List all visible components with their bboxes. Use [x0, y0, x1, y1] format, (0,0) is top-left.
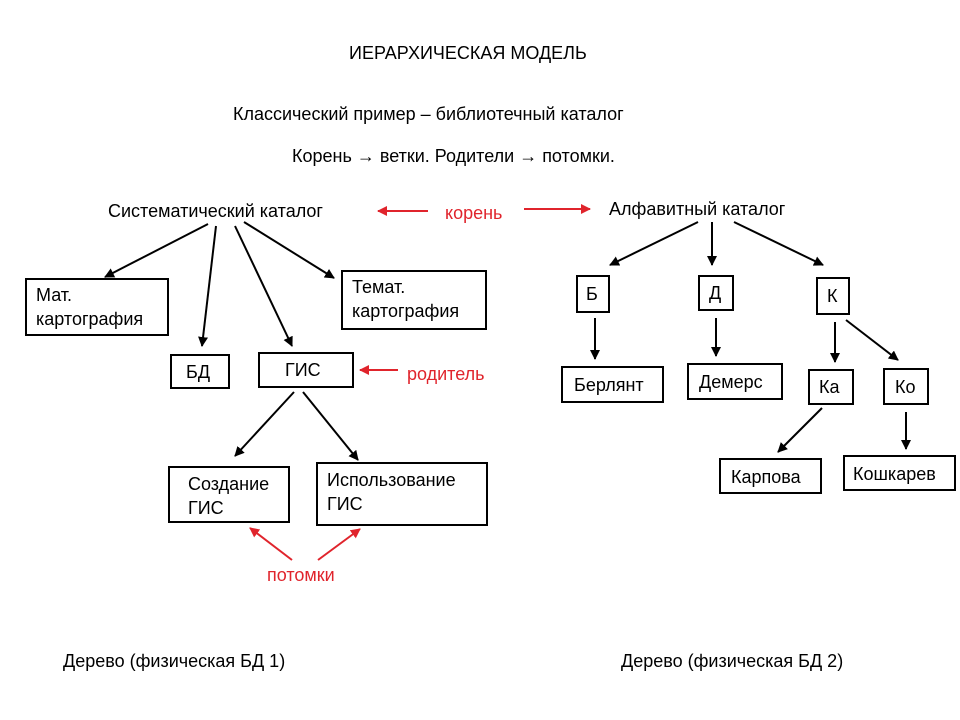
diagram-subtitle: Классический пример – библиотечный катал…	[233, 104, 624, 124]
node-create-gis: Создание ГИС	[168, 466, 290, 523]
node-berlyant: Берлянт	[561, 366, 664, 403]
node-gis: ГИС	[258, 352, 354, 388]
node-temat-cartography: Темат. картография	[341, 270, 487, 330]
edge-gis-to-use	[302, 391, 359, 461]
node-mat-cartography: Мат. картография	[25, 278, 169, 336]
caption-tree-2: Дерево (физическая БД 2)	[621, 651, 844, 671]
node-mat-line2: картография	[36, 309, 144, 329]
diagram-title: ИЕРАРХИЧЕСКАЯ МОДЕЛЬ	[349, 43, 587, 63]
edge-gis-to-create	[234, 391, 295, 457]
children-arrow-right	[317, 528, 361, 561]
node-demers: Демерс	[687, 363, 783, 400]
edge-alpha-to-k	[733, 221, 824, 266]
caption-tree-1: Дерево (физическая БД 1)	[63, 651, 286, 671]
node-ko: Ко	[883, 368, 929, 405]
children-arrow-left	[249, 527, 293, 561]
node-letter-b: Б	[576, 275, 610, 313]
edge-k-to-ko	[845, 319, 899, 361]
node-ka: Ка	[808, 369, 854, 405]
edge-root-to-mat	[104, 223, 209, 278]
parent-annotation: родитель	[407, 364, 485, 384]
node-bd: БД	[170, 354, 230, 389]
node-temat-line1: Темат.	[352, 277, 406, 297]
edge-root-to-temat	[243, 221, 335, 279]
edge-root-to-bd	[198, 225, 217, 347]
node-letter-d: Д	[698, 275, 734, 311]
node-temat-line2: картография	[352, 301, 460, 321]
edge-root-to-gis	[234, 225, 293, 347]
node-koshkarev: Кошкарев	[843, 455, 956, 491]
node-letter-k: К	[816, 277, 850, 315]
node-systematic-catalog: Систематический каталог	[108, 201, 323, 221]
root-annotation: корень	[445, 203, 503, 223]
diagram-legend-line: Корень → ветки. Родители → потомки.	[292, 146, 615, 166]
node-mat-line1: Мат.	[36, 285, 73, 305]
edge-ka-to-karpova	[777, 407, 823, 453]
node-use-gis: Использование ГИС	[316, 462, 488, 526]
node-alphabetic-catalog: Алфавитный каталог	[609, 199, 786, 219]
children-annotation: потомки	[267, 565, 335, 585]
node-karpova: Карпова	[719, 458, 822, 494]
edge-alpha-to-b	[609, 221, 699, 266]
